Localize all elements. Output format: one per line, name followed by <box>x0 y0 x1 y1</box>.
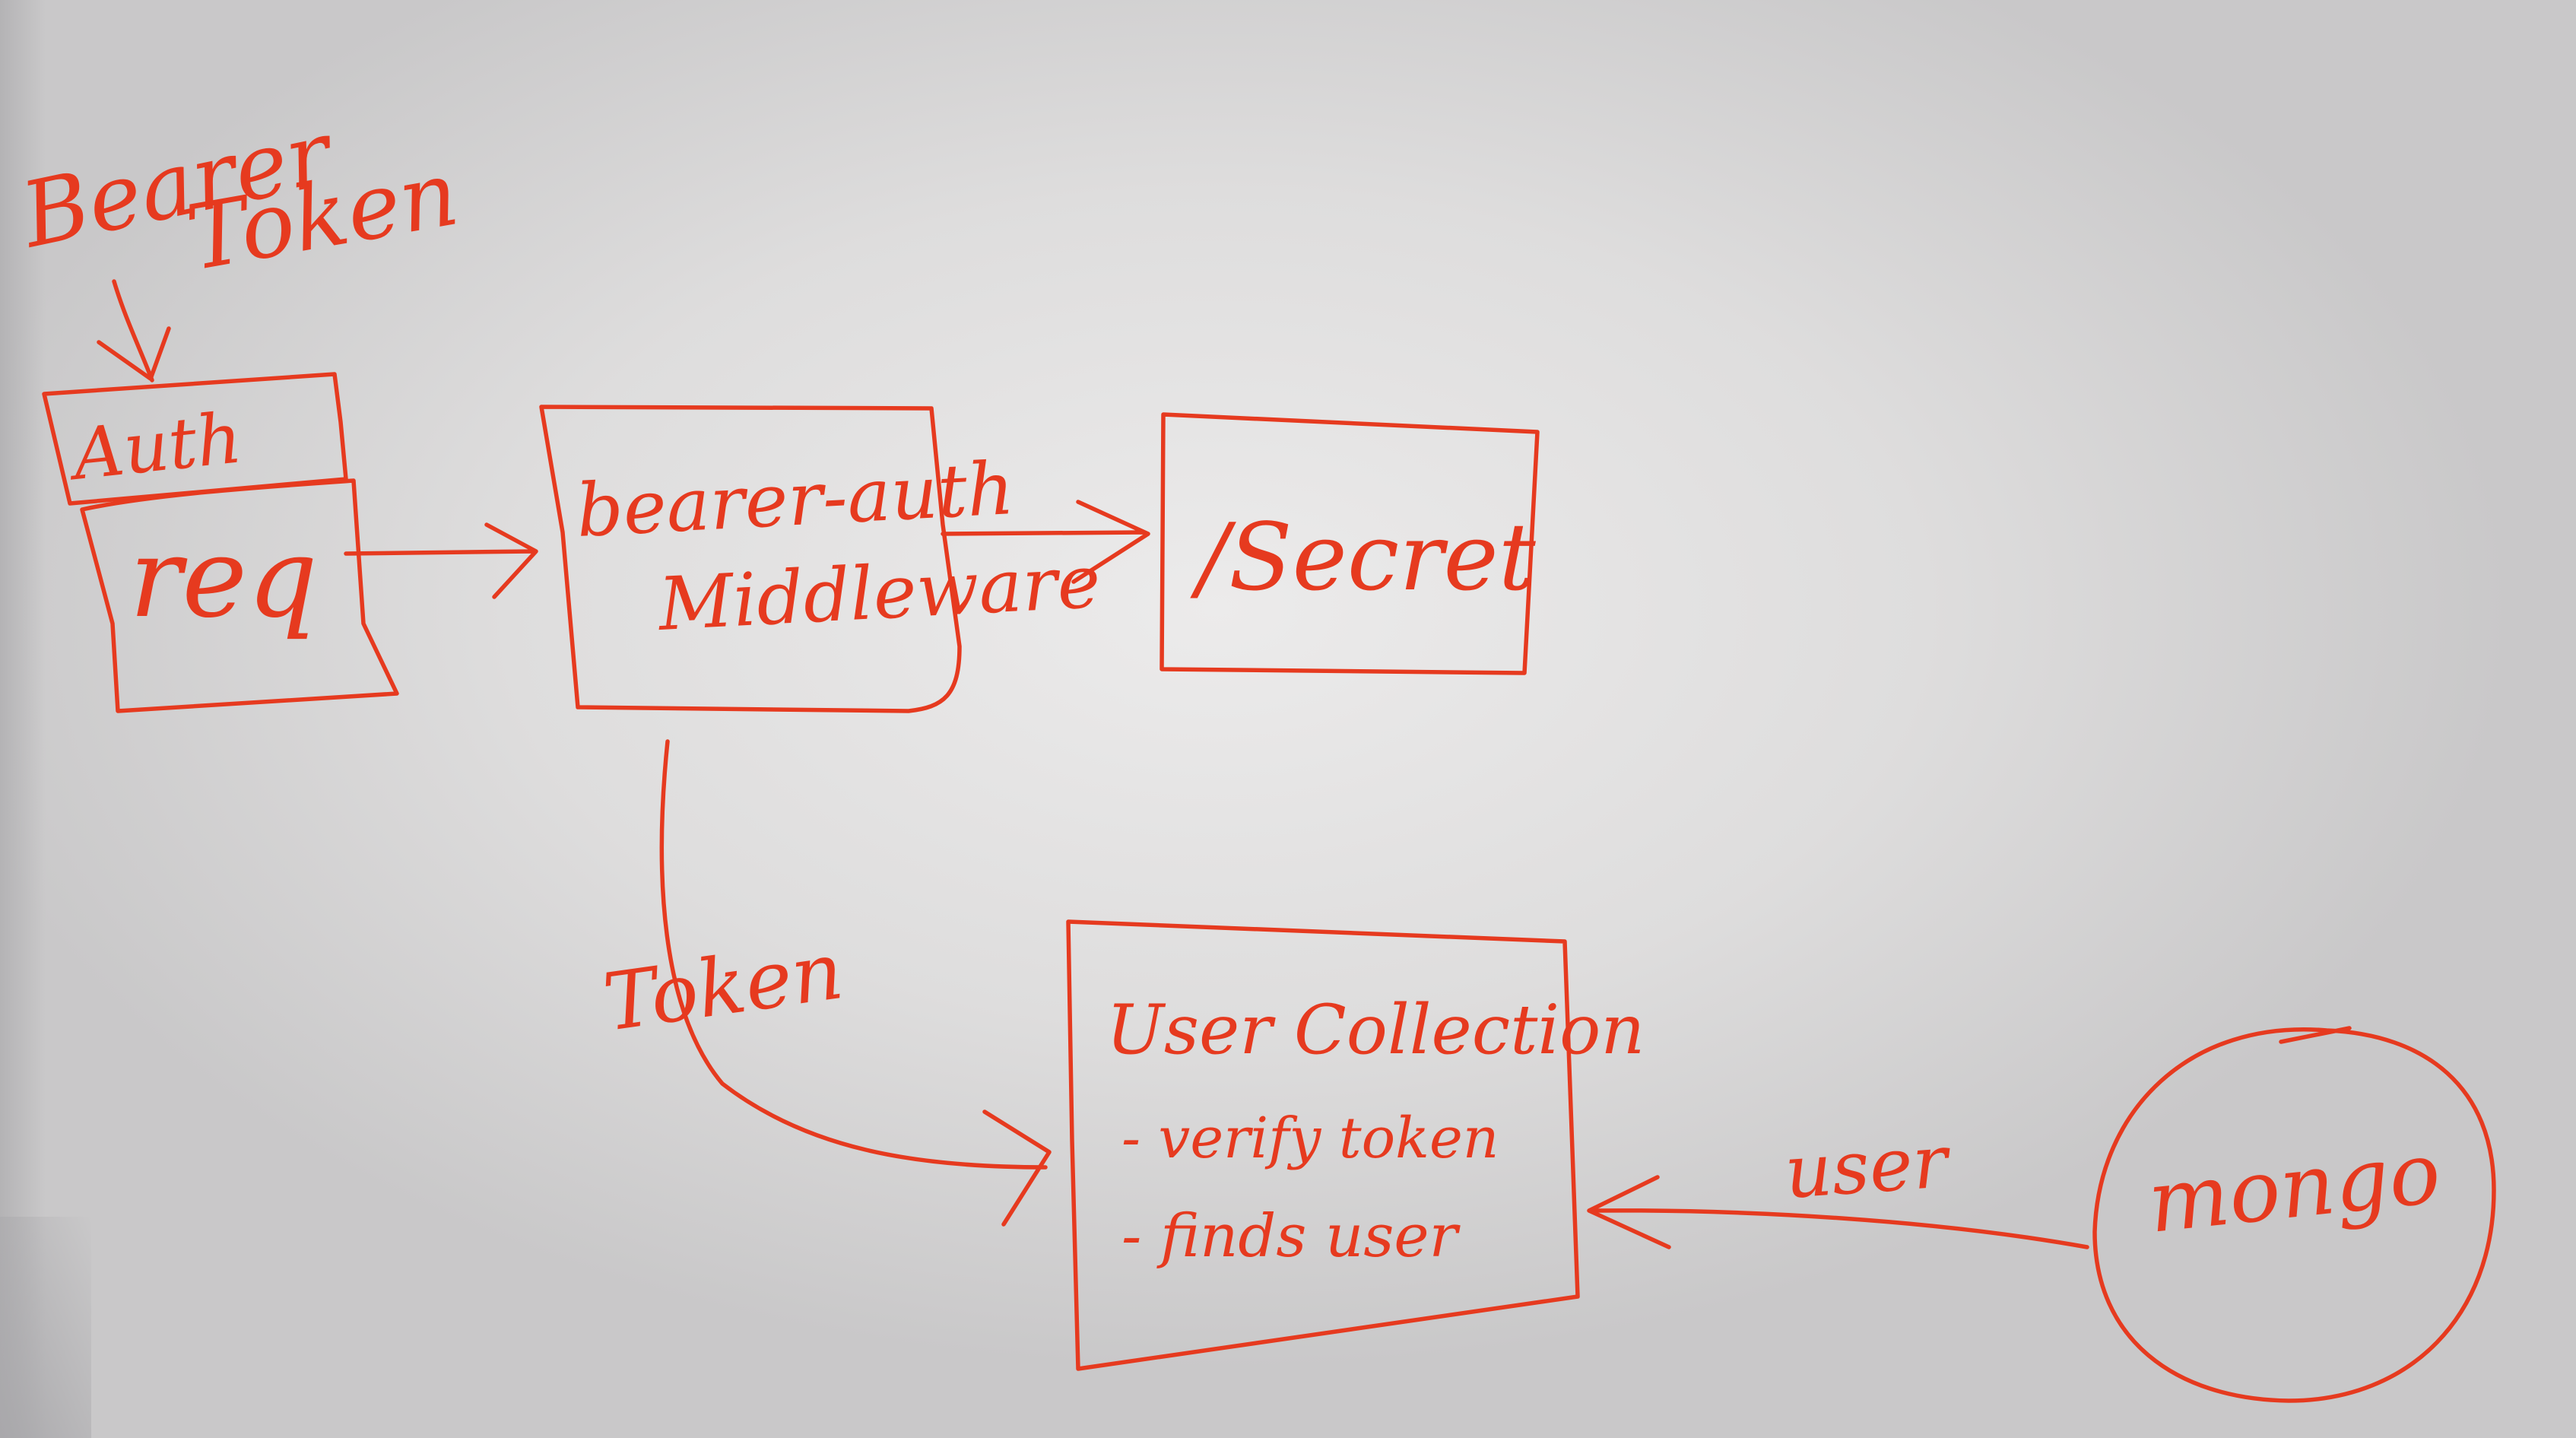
user-edge-arrowhead <box>1587 1175 1671 1249</box>
auth-label: Auth <box>63 397 246 496</box>
user-edge-label: user <box>1782 1119 1954 1215</box>
secret-label: /Secret <box>1190 503 1537 611</box>
request-box <box>80 478 399 713</box>
token-edge-arrowhead <box>982 1109 1052 1227</box>
mongo-label: mongo <box>2143 1123 2444 1252</box>
auth-header-box <box>42 372 348 506</box>
mongo-circle <box>2092 1026 2496 1403</box>
token-edge-label: Token <box>598 924 849 1049</box>
bearer-token-arrow <box>97 279 171 383</box>
middleware-box <box>539 405 962 713</box>
collection-item-verify-token: - verify token <box>1121 1106 1499 1171</box>
middleware-label-line2: Middleware <box>655 539 1102 647</box>
user-edge-line <box>1591 1208 2089 1249</box>
req-to-middleware-arrow <box>344 522 538 599</box>
token-edge-line <box>659 739 1048 1170</box>
collection-item-finds-user: - finds user <box>1121 1202 1461 1271</box>
user-collection-box <box>1066 919 1580 1371</box>
req-label: req <box>129 514 318 643</box>
board-edge-shadow <box>0 0 46 1438</box>
middleware-to-secret-arrow <box>941 500 1150 584</box>
secret-box <box>1160 412 1540 675</box>
board-corner-shadow <box>0 1217 91 1438</box>
collection-title: User Collection <box>1106 990 1645 1070</box>
middleware-label-line1: bearer-auth <box>574 446 1016 554</box>
